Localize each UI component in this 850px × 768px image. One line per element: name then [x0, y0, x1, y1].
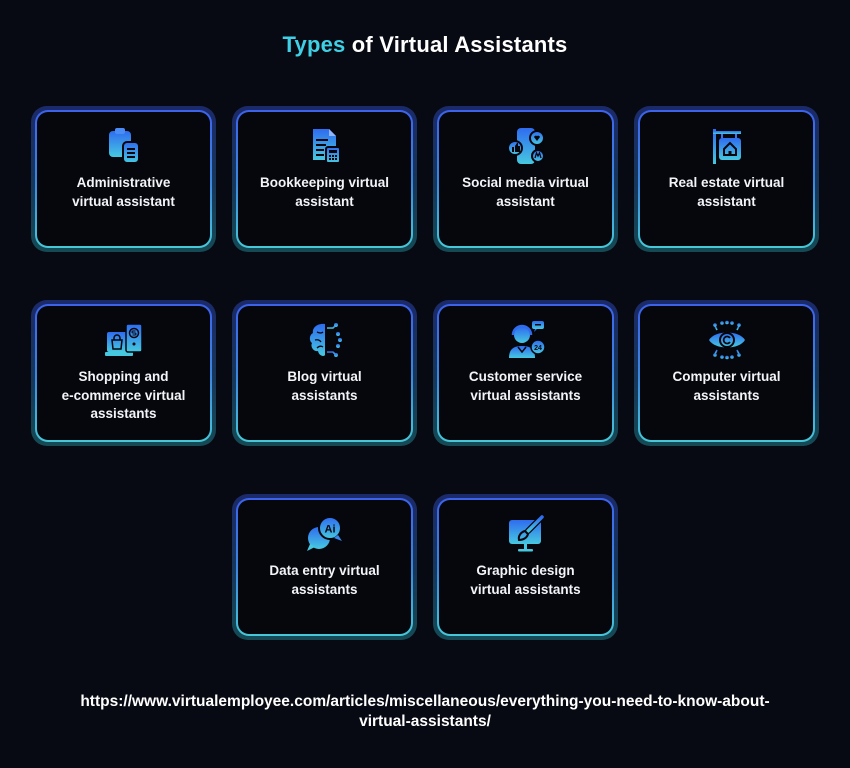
customer-service-agent-icon: 24: [508, 321, 546, 358]
card-computer: Computer virtual assistants: [634, 300, 819, 446]
card-administrative: Administrative virtual assistant: [31, 106, 216, 252]
social-media-phone-icon: [506, 128, 545, 164]
svg-text:Ai: Ai: [324, 524, 335, 536]
card-blog: Blog virtual assistants: [232, 300, 417, 446]
title-rest: of Virtual Assistants: [345, 32, 568, 57]
card-label: Computer virtual assistants: [672, 369, 781, 403]
card-label: Bookkeeping virtual assistant: [259, 175, 390, 209]
real-estate-sign-icon: [712, 129, 741, 164]
monitor-paintbrush-icon: [508, 514, 545, 552]
card-social-media: Social media virtual assistant: [433, 106, 618, 252]
svg-text:24: 24: [534, 345, 542, 352]
ai-chat-bubbles-icon: Ai: [306, 516, 342, 551]
source-url: https://www.virtualemployee.com/articles…: [0, 692, 850, 732]
card-real-estate: Real estate virtual assistant: [634, 106, 819, 252]
brain-circuit-icon: [309, 323, 342, 357]
card-bookkeeping: Bookkeeping virtual assistant: [232, 106, 417, 252]
card-label: Data entry virtual assistants: [269, 563, 380, 597]
computer-eye-circuit-icon: [708, 320, 745, 360]
card-label: Blog virtual assistants: [287, 369, 362, 403]
card-label: Administrative virtual assistant: [72, 175, 175, 209]
page-title: Types of Virtual Assistants: [0, 32, 850, 58]
source-url-line-2: virtual-assistants/: [359, 713, 491, 730]
shopping-ecommerce-icon: [104, 323, 143, 356]
source-url-line-1: https://www.virtualemployee.com/articles…: [80, 693, 770, 710]
bookkeeping-calculator-icon: [312, 129, 341, 164]
title-accent: Types: [282, 32, 346, 57]
card-label: Shopping and e-commerce virtual assistan…: [61, 369, 186, 421]
card-label: Graphic design virtual assistants: [470, 563, 581, 597]
card-shopping-ecommerce: Shopping and e-commerce virtual assistan…: [31, 300, 216, 446]
card-data-entry: Ai Data entry virtual assistants: [232, 494, 417, 640]
card-label: Real estate virtual assistant: [668, 175, 785, 209]
card-customer-service: 24 Customer service virtual assistants: [433, 300, 618, 446]
card-label: Customer service virtual assistants: [468, 369, 583, 403]
card-graphic-design: Graphic design virtual assistants: [433, 494, 618, 640]
clipboard-document-icon: [108, 128, 140, 164]
card-label: Social media virtual assistant: [462, 175, 589, 209]
